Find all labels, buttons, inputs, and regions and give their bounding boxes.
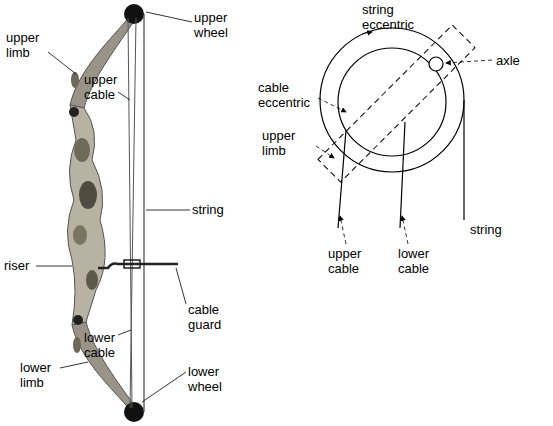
- part-label: upper limb: [262, 128, 306, 158]
- part-label: upper wheel: [194, 10, 240, 40]
- limb-bolt: [73, 315, 83, 325]
- part-label: upper cable: [84, 72, 128, 102]
- part-label: upper cable: [328, 246, 372, 276]
- part-label: riser: [4, 258, 29, 273]
- part-label: cable eccentric: [258, 80, 322, 110]
- lower-cable-line: [400, 122, 405, 228]
- cable-slide: [124, 260, 140, 268]
- limb-bolt: [69, 107, 79, 117]
- upper-limb-shape: [70, 14, 136, 108]
- limb-outline: [318, 25, 475, 182]
- camo-patch: [79, 181, 97, 209]
- riser-shape: [67, 105, 105, 325]
- part-label: string eccentric: [362, 2, 426, 32]
- part-label: axle: [496, 53, 520, 68]
- camo-patch: [73, 225, 87, 245]
- part-label: lower wheel: [188, 364, 234, 394]
- part-label: lower limb: [20, 360, 64, 390]
- upper-wheel-shape: [124, 4, 144, 24]
- leader-lines: [36, 12, 192, 402]
- leader-lines: [316, 32, 492, 244]
- part-label: lower cable: [84, 330, 128, 360]
- string-eccentric-circle: [320, 28, 464, 172]
- lower-wheel-shape: [124, 402, 144, 422]
- part-label: upper limb: [6, 30, 50, 60]
- upper-cable-line: [338, 130, 346, 228]
- axle-circle: [429, 57, 443, 71]
- lower-limb-shape: [72, 322, 136, 412]
- camo-patch: [73, 337, 81, 353]
- wheel-schematic: [316, 25, 492, 244]
- string-line: [463, 100, 464, 220]
- part-label: lower cable: [398, 246, 442, 276]
- camo-patch: [86, 270, 98, 290]
- bow-string: [143, 14, 144, 412]
- part-label: cable guard: [188, 302, 236, 332]
- camo-patch: [74, 138, 90, 162]
- bow-cable: [130, 18, 136, 408]
- camo-patch: [71, 72, 79, 88]
- part-label: string: [470, 222, 502, 237]
- part-label: string: [192, 202, 224, 217]
- cable-eccentric-circle: [338, 48, 446, 156]
